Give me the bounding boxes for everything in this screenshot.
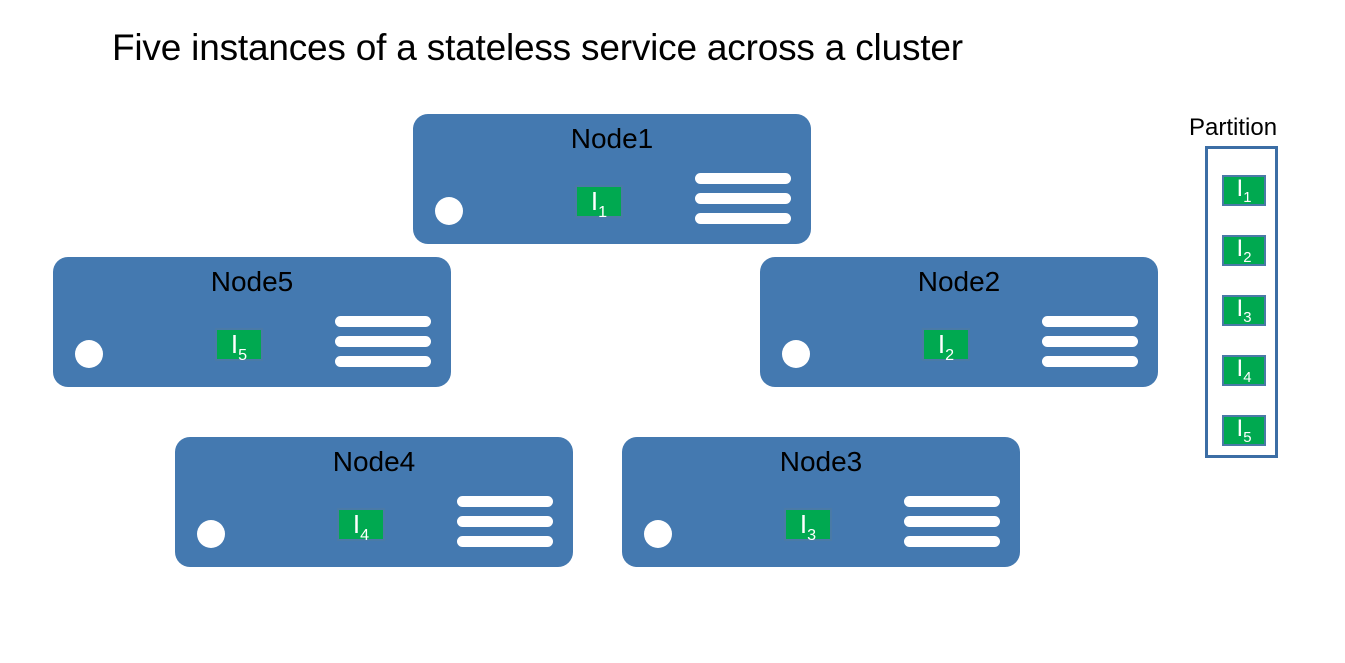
- instance-badge-subscript: 1: [1243, 190, 1252, 207]
- instance-badge-subscript: 3: [1243, 310, 1252, 327]
- instance-badge-text: I5: [1236, 415, 1252, 447]
- status-dot-icon: [75, 340, 103, 368]
- node-label: Node5: [210, 266, 294, 297]
- node-stack-line: [335, 336, 431, 347]
- instance-badge-subscript: 4: [1243, 370, 1252, 387]
- node-label: Node1: [570, 123, 654, 154]
- node-label: Node3: [779, 446, 863, 477]
- node-stack-lines-icon: [457, 496, 553, 547]
- instance-badge-subscript: 2: [1243, 250, 1252, 267]
- partition-instance-1[interactable]: I1: [1222, 175, 1266, 206]
- node-label: Node4: [332, 446, 416, 477]
- instance-badge-text: I1: [1236, 175, 1252, 207]
- node-stack-lines-icon: [904, 496, 1000, 547]
- instance-badge-text: I4: [352, 509, 370, 544]
- node-stack-line: [695, 213, 791, 224]
- node-stack-line: [1042, 356, 1138, 367]
- node-stack-line: [904, 496, 1000, 507]
- instance-badge-subscript: 3: [807, 525, 817, 544]
- node-stack-line: [904, 536, 1000, 547]
- node-stack-line: [457, 516, 553, 527]
- node-stack-line: [904, 516, 1000, 527]
- node-stack-lines-icon: [695, 173, 791, 224]
- instance-badge-text: I2: [937, 329, 955, 364]
- node-instance-badge[interactable]: I3: [784, 508, 832, 544]
- node-stack-line: [335, 316, 431, 327]
- page-title: Five instances of a stateless service ac…: [112, 27, 963, 68]
- partition-instance-3[interactable]: I3: [1222, 295, 1266, 326]
- partition-instance-2[interactable]: I2: [1222, 235, 1266, 266]
- node-stack-line: [695, 173, 791, 184]
- status-dot-icon: [435, 197, 463, 225]
- node-stack-lines-icon: [1042, 316, 1138, 367]
- node-stack-line: [1042, 336, 1138, 347]
- instance-badge-text: I2: [1236, 235, 1252, 267]
- instance-badge-subscript: 1: [598, 202, 608, 221]
- node-stack-lines-icon: [335, 316, 431, 367]
- node-stack-line: [695, 193, 791, 204]
- instance-badge-text: I3: [1236, 295, 1252, 327]
- instance-badge-subscript: 5: [1243, 430, 1252, 447]
- instance-badge-subscript: 5: [238, 345, 248, 364]
- node-stack-line: [457, 536, 553, 547]
- instance-badge-text: I1: [590, 186, 608, 221]
- node-instance-badge[interactable]: I5: [215, 328, 263, 364]
- node-stack-line: [335, 356, 431, 367]
- instance-badge-subscript: 2: [945, 345, 955, 364]
- node-instance-badge[interactable]: I4: [337, 508, 385, 544]
- status-dot-icon: [197, 520, 225, 548]
- instance-badge-subscript: 4: [360, 525, 370, 544]
- partition-instance-4[interactable]: I4: [1222, 355, 1266, 386]
- instance-badge-text: I3: [799, 509, 817, 544]
- node-stack-line: [1042, 316, 1138, 327]
- status-dot-icon: [782, 340, 810, 368]
- status-dot-icon: [644, 520, 672, 548]
- instance-badge-text: I5: [230, 329, 248, 364]
- node-instance-badge[interactable]: I2: [922, 328, 970, 364]
- partition-instance-5[interactable]: I5: [1222, 415, 1266, 446]
- partition-label: Partition: [1189, 114, 1278, 141]
- instance-badge-text: I4: [1236, 355, 1252, 387]
- node-label: Node2: [917, 266, 1001, 297]
- node-instance-badge[interactable]: I1: [575, 185, 623, 221]
- node-stack-line: [457, 496, 553, 507]
